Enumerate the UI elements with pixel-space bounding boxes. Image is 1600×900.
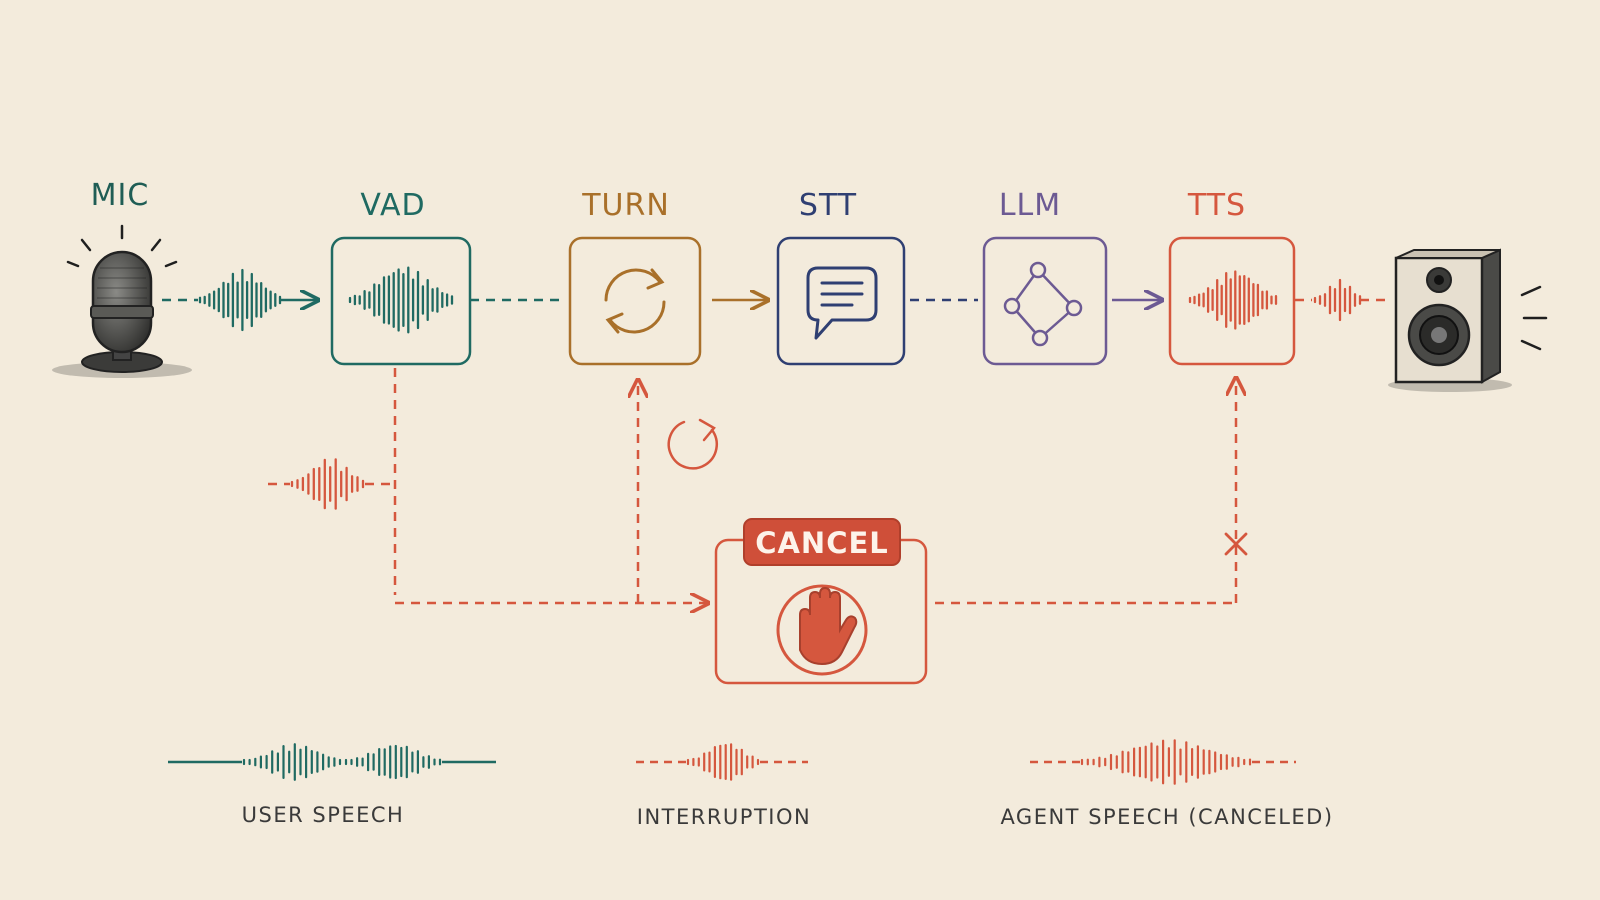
legend-interruption: INTERRUPTION bbox=[636, 743, 811, 829]
interruption-path bbox=[268, 368, 1236, 603]
legend-interruption-label: INTERRUPTION bbox=[637, 805, 811, 829]
interruption-waveform bbox=[290, 458, 365, 510]
llm-label: LLM bbox=[999, 188, 1061, 223]
legend-agent-speech-label: AGENT SPEECH (CANCELED) bbox=[1000, 805, 1333, 829]
turn-label: TURN bbox=[581, 188, 670, 223]
waveform-icon bbox=[1188, 270, 1278, 330]
cancel-box: CANCEL bbox=[714, 518, 928, 685]
stop-hand-icon bbox=[776, 584, 868, 676]
vad-label: VAD bbox=[360, 188, 425, 223]
legend: USER SPEECH INTERRUPTION AGENT SPEECH (C… bbox=[168, 739, 1333, 829]
turn-box bbox=[568, 236, 702, 366]
stt-label: STT bbox=[799, 188, 857, 223]
interruption-waveform-legend bbox=[686, 743, 760, 781]
speech-bubble-icon bbox=[806, 266, 878, 340]
vad-box bbox=[330, 236, 472, 366]
legend-agent-speech: AGENT SPEECH (CANCELED) bbox=[1000, 739, 1333, 829]
blocked-x-icon bbox=[1224, 532, 1248, 556]
mic-label: MIC bbox=[91, 178, 150, 213]
legend-user-speech-label: USER SPEECH bbox=[242, 803, 405, 827]
speaker-icon bbox=[1388, 248, 1548, 392]
llm-box bbox=[982, 236, 1108, 366]
stt-box bbox=[776, 236, 906, 366]
agent-speech-waveform bbox=[1080, 739, 1252, 785]
tts-box bbox=[1168, 236, 1296, 366]
legend-user-speech: USER SPEECH bbox=[168, 743, 496, 827]
refresh-cycle-icon bbox=[604, 268, 666, 334]
waveform-icon bbox=[348, 266, 454, 334]
tts-output-waveform bbox=[1313, 278, 1362, 322]
tts-label: TTS bbox=[1187, 188, 1246, 223]
cancel-label: CANCEL bbox=[755, 526, 889, 560]
microphone-icon bbox=[52, 224, 192, 378]
retry-icon bbox=[667, 418, 718, 470]
user-speech-waveform bbox=[242, 743, 442, 781]
network-graph-icon bbox=[1003, 261, 1083, 347]
mic-waveform bbox=[198, 268, 282, 332]
